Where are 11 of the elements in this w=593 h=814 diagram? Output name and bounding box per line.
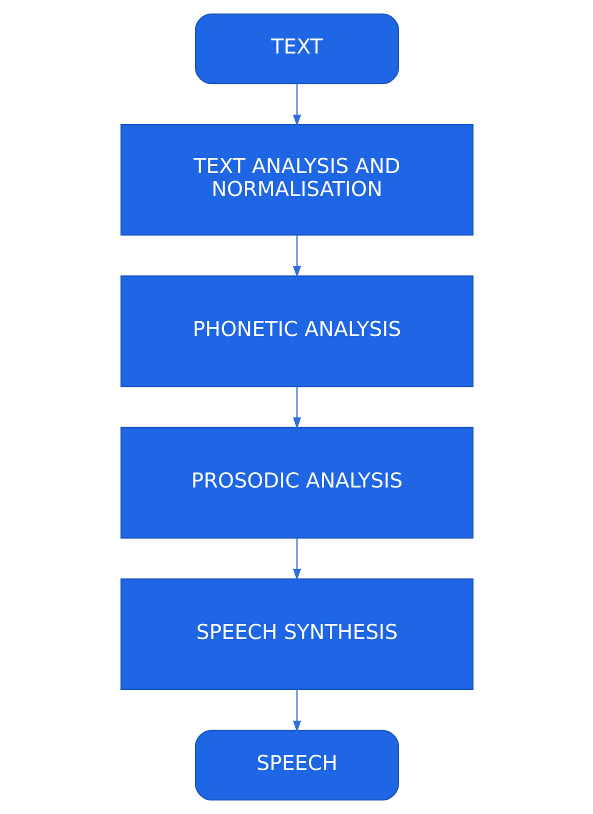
node-box: TEXT ANALYSIS AND NORMALISATION (120, 124, 473, 236)
arrow (292, 690, 301, 732)
node-box: TEXT (194, 14, 399, 84)
arrow (292, 84, 301, 126)
node-box: SPEECH SYNTHESIS (120, 578, 473, 690)
arrow (292, 235, 301, 278)
node-box: PHONETIC ANALYSIS (120, 275, 473, 388)
node-box: PROSODIC ANALYSIS (120, 426, 473, 539)
arrow (292, 386, 301, 429)
node-box: SPEECH (194, 730, 399, 800)
arrow (292, 538, 301, 580)
